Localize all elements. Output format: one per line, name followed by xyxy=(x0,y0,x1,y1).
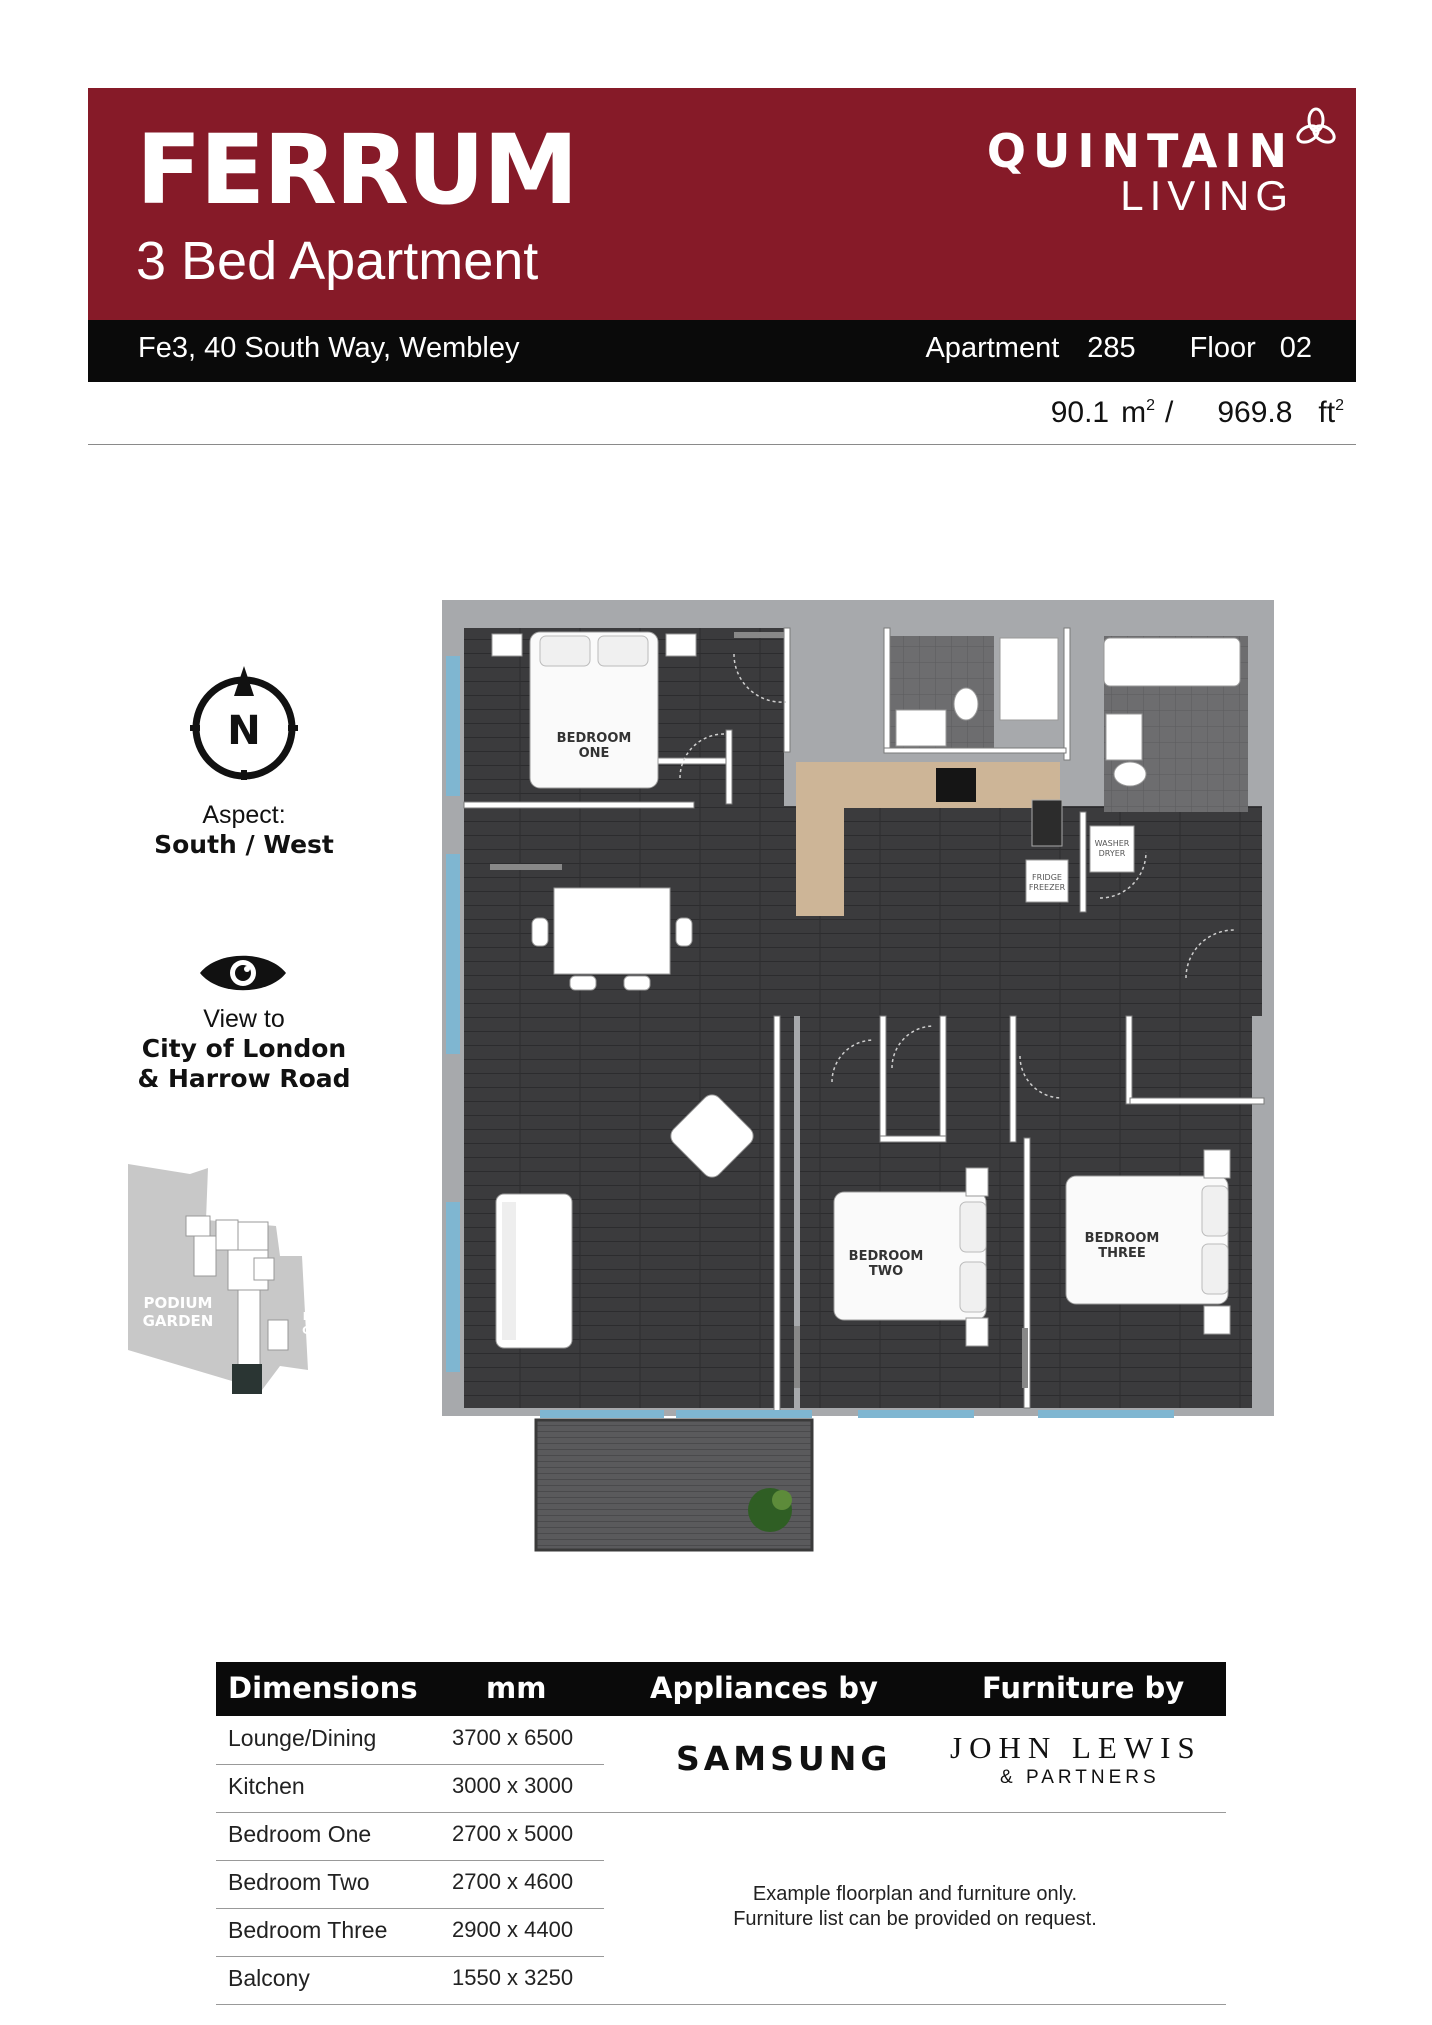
eye-icon xyxy=(200,955,286,991)
table-row: Bedroom One 2700 x 5000 xyxy=(216,1812,604,1861)
room-label-bedroom-two-1: BEDROOM xyxy=(849,1249,924,1264)
kitchen-worktop xyxy=(796,762,1060,916)
divider xyxy=(604,2004,1226,2005)
view-block: View to City of London & Harrow Road xyxy=(126,1004,362,1094)
washer-label-1: WASHER xyxy=(1095,839,1130,848)
table-row: Kitchen 3000 x 3000 xyxy=(216,1764,604,1813)
area-sqft-value: 969.8 xyxy=(1217,396,1293,429)
room-name: Bedroom One xyxy=(228,1821,372,1847)
area-sqm-sup: 2 xyxy=(1146,397,1155,414)
room-name: Lounge/Dining xyxy=(228,1725,377,1751)
toilet xyxy=(953,687,979,721)
brand-logo: QUINTAIN LIVING xyxy=(987,128,1294,218)
view-line2: & Harrow Road xyxy=(137,1064,351,1093)
header-banner: FERRUM 3 Bed Apartment QUINTAIN LIVING xyxy=(88,88,1356,320)
site-plan-map: PODIUM GARDEN PODIUM GARDEN xyxy=(128,1164,354,1394)
bed-three xyxy=(1065,1149,1231,1335)
room-size: 1550 x 3250 xyxy=(452,1965,574,1990)
armchair xyxy=(670,1094,754,1178)
site-label-right-2: GARDEN xyxy=(302,1324,354,1337)
brand-name: QUINTAIN xyxy=(986,124,1294,178)
apartment-info: Apartment 285 Floor 02 xyxy=(925,334,1312,363)
disclaimer-note: Example floorplan and furniture only. Fu… xyxy=(680,1882,1150,1932)
view-label: View to xyxy=(203,1005,285,1033)
aspect-value: South / West xyxy=(154,830,334,859)
area-sqft-unit: ft xyxy=(1318,396,1336,429)
shower xyxy=(999,637,1059,721)
table-row: Bedroom Three 2900 x 4400 xyxy=(216,1908,604,1957)
dining-table xyxy=(531,887,693,991)
bathtub xyxy=(1103,637,1241,687)
room-label-bedroom-three-1: BEDROOM xyxy=(1085,1231,1160,1246)
room-name: Kitchen xyxy=(228,1773,305,1799)
room-label-bedroom-one-2: ONE xyxy=(579,746,610,761)
fridge-label-2: FREEZER xyxy=(1029,883,1066,892)
room-size: 2700 x 4600 xyxy=(452,1869,574,1894)
room-name: Balcony xyxy=(228,1965,310,1991)
basin-ensuite xyxy=(1105,713,1143,761)
floor-label: Floor xyxy=(1189,332,1256,364)
room-label-bedroom-one-1: BEDROOM xyxy=(557,731,632,746)
table-row: Balcony 1550 x 3250 xyxy=(216,1956,604,2005)
floor-plan: FRIDGE FREEZER WASHER DRYER xyxy=(442,600,1274,1552)
info-bar: Fe3, 40 South Way, Wembley Apartment 285… xyxy=(88,320,1356,382)
site-label-left-2: GARDEN xyxy=(143,1312,214,1330)
compass-icon: N xyxy=(190,666,298,780)
page-subtitle: 3 Bed Apartment xyxy=(136,231,539,291)
header-furniture: Furniture by xyxy=(982,1671,1185,1705)
page-title: FERRUM xyxy=(136,114,578,226)
washer-label-2: DRYER xyxy=(1099,849,1126,858)
area-separator: / xyxy=(1165,396,1174,429)
divider xyxy=(604,1812,1226,1813)
apartment-label: Apartment xyxy=(925,332,1060,364)
divider xyxy=(88,444,1356,445)
room-name: Bedroom Three xyxy=(228,1917,388,1943)
note-line-1: Example floorplan and furniture only. xyxy=(752,1883,1078,1905)
header-appliances: Appliances by xyxy=(650,1671,878,1705)
table-header: Dimensions mm Appliances by Furniture by xyxy=(216,1662,1226,1716)
aspect-block: Aspect: South / West xyxy=(146,800,342,860)
brand-subname: LIVING xyxy=(1120,172,1294,219)
table-row: Lounge/Dining 3700 x 6500 xyxy=(216,1716,604,1765)
header-mm: mm xyxy=(486,1671,547,1705)
floor-number: 02 xyxy=(1279,332,1312,364)
room-label-bedroom-three-2: THREE xyxy=(1098,1246,1146,1261)
toilet-ensuite xyxy=(1113,761,1147,787)
hob-icon xyxy=(936,768,976,802)
header-dimensions: Dimensions xyxy=(228,1671,418,1705)
sofa xyxy=(495,1193,573,1349)
washer-dryer xyxy=(1089,825,1135,873)
sink-icon xyxy=(1031,799,1063,847)
site-label-right-1: PODIUM xyxy=(303,1310,354,1323)
room-name: Bedroom Two xyxy=(228,1869,370,1895)
view-line1: City of London xyxy=(141,1034,347,1063)
aspect-label: Aspect: xyxy=(202,801,286,829)
furniture-brand-sub: & PARTNERS xyxy=(1000,1767,1160,1788)
room-size: 2700 x 5000 xyxy=(452,1821,574,1846)
room-size: 3700 x 6500 xyxy=(452,1725,574,1750)
table-row: Bedroom Two 2700 x 4600 xyxy=(216,1860,604,1909)
basin xyxy=(895,709,947,747)
room-size: 3000 x 3000 xyxy=(452,1773,574,1798)
area-sqm-value: 90.1 xyxy=(1050,396,1110,429)
address: Fe3, 40 South Way, Wembley xyxy=(138,332,520,364)
compass-letter: N xyxy=(227,708,260,754)
room-label-bedroom-two-2: TWO xyxy=(869,1264,903,1279)
area-sqm-unit: m xyxy=(1121,396,1147,429)
room-size: 2900 x 4400 xyxy=(452,1917,574,1942)
appliances-brand-logo: SAMSUNG xyxy=(676,1739,892,1778)
fridge-label-1: FRIDGE xyxy=(1032,873,1062,882)
trefoil-icon xyxy=(1296,107,1336,144)
furniture-brand-logo: JOHN LEWIS xyxy=(950,1730,1202,1765)
site-label-left-1: PODIUM xyxy=(144,1294,213,1312)
fridge-freezer xyxy=(1025,859,1069,903)
area-sqft-sup: 2 xyxy=(1335,397,1344,414)
apartment-number: 285 xyxy=(1087,332,1136,364)
bed-one xyxy=(491,631,697,789)
bed-two xyxy=(833,1167,989,1347)
note-line-2: Furniture list can be provided on reques… xyxy=(733,1908,1097,1930)
